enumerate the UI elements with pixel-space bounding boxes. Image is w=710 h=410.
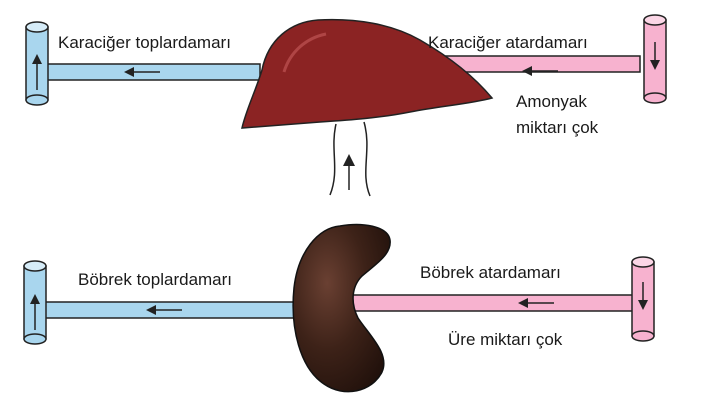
liver-vein-label: Karaciğer toplardamarı xyxy=(58,33,231,52)
kidney-artery-down-arrow xyxy=(638,282,648,310)
liver xyxy=(241,18,494,129)
kidney-vein-label: Böbrek toplardamarı xyxy=(78,270,233,289)
kidney xyxy=(292,223,391,393)
kidney-artery-label: Böbrek atardamarı xyxy=(420,263,561,282)
liver-vein-flow-arrow xyxy=(124,67,160,77)
liver-artery xyxy=(439,55,641,73)
kidney-vein-up-arrow xyxy=(30,294,40,330)
liver-vein-tube xyxy=(25,21,49,106)
ammonia-note-line2: miktarı çok xyxy=(516,118,599,137)
ammonia-note-line1: Amonyak xyxy=(516,92,587,111)
liver-artery-label: Karaciğer atardamarı xyxy=(428,33,588,52)
urea-note: Üre miktarı çok xyxy=(448,330,563,349)
portal-vein-left xyxy=(329,123,337,196)
liver-artery-down-arrow xyxy=(650,42,660,70)
portal-flow-arrow xyxy=(343,154,355,190)
portal-vein-right xyxy=(363,121,371,197)
liver-artery-flow-arrow xyxy=(522,66,558,76)
kidney-artery xyxy=(349,294,641,312)
kidney-vein-flow-arrow xyxy=(146,305,182,315)
liver-vein-up-arrow xyxy=(32,54,42,90)
kidney-artery-flow-arrow xyxy=(518,298,554,308)
